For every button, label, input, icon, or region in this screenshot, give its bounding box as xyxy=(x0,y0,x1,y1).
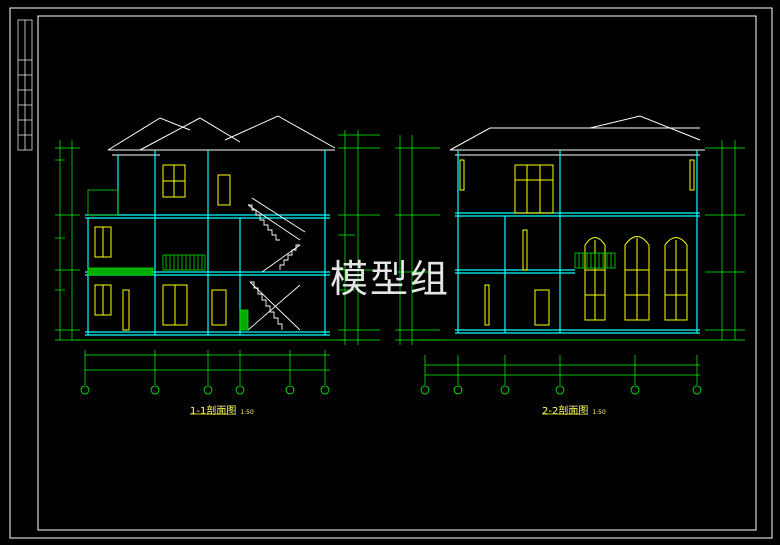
section-2-scale: 1:50 xyxy=(592,409,606,416)
title-block-strip xyxy=(17,19,33,151)
roof-lines xyxy=(107,115,336,156)
railings xyxy=(87,189,249,331)
bottom-dimension xyxy=(75,339,345,385)
railings-2 xyxy=(574,252,616,269)
grid-bubbles-2 xyxy=(420,385,702,395)
walls-and-slabs-2 xyxy=(455,150,700,334)
bottom-dimension-2 xyxy=(420,339,705,385)
left-dimension-chain xyxy=(55,140,80,341)
sheet-outer-border xyxy=(9,7,773,539)
windows-2 xyxy=(459,159,695,326)
watermark-text: 模型组 xyxy=(330,257,451,301)
walls-and-slabs xyxy=(85,150,330,336)
left-dimension-chain-2 xyxy=(395,135,440,345)
section-2-title: 2-2剖面图 xyxy=(542,406,589,417)
right-dimension-chain xyxy=(338,130,380,345)
grid-bubbles xyxy=(80,385,330,395)
stair xyxy=(247,197,306,331)
section-1-title: 1-1剖面图 xyxy=(190,406,237,417)
roof-lines-2 xyxy=(449,115,705,156)
section-1-scale: 1:50 xyxy=(240,409,254,416)
section-1-1-drawing xyxy=(55,115,380,395)
section-2-2-drawing xyxy=(395,115,745,395)
sheet-inner-border xyxy=(37,15,757,531)
right-dimension-chain-2 xyxy=(705,140,745,341)
windows xyxy=(94,164,231,331)
